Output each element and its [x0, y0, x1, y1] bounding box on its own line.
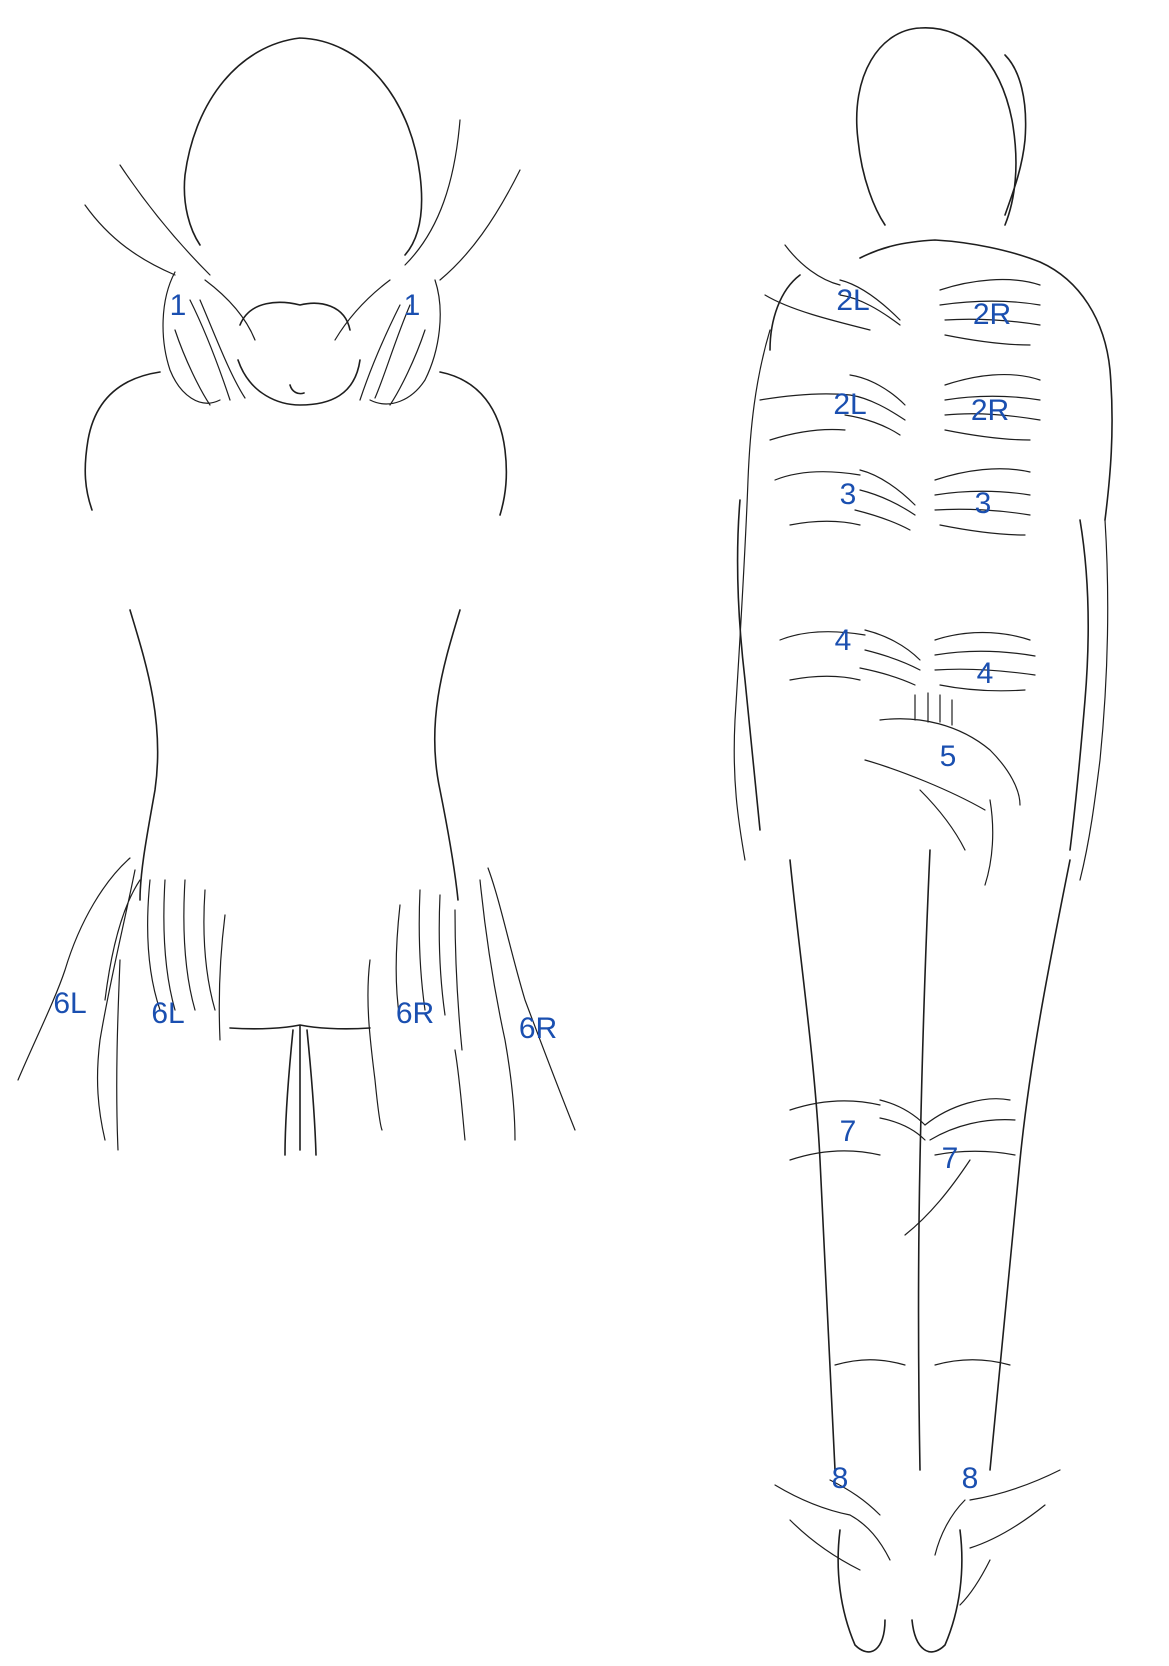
hand-6r-outer: [480, 868, 575, 1140]
right-figure: 2L 2R 2L 2R 3 3 4 4 5 7 7 8 8: [734, 28, 1112, 1652]
label-2r-lower: 2R: [971, 394, 1009, 427]
label-6r-inner: 6R: [396, 997, 434, 1030]
label-2l-lower: 2L: [833, 388, 866, 421]
hand-7-left: [790, 1100, 925, 1160]
label-3-left: 3: [840, 478, 857, 511]
label-6r-outer: 6R: [519, 1012, 557, 1045]
label-6l-outer: 6L: [53, 987, 86, 1020]
right-sock-lines: [835, 1360, 1010, 1365]
right-right-arm: [1080, 520, 1108, 880]
label-7-right: 7: [942, 1142, 959, 1175]
hand-1-right: [335, 280, 440, 405]
left-figure: 1 1 6L 6L 6R 6R: [18, 38, 575, 1155]
left-buttocks-outline: [230, 1025, 370, 1155]
left-head-outline: [184, 38, 421, 255]
hand-2l-upper: [765, 245, 900, 330]
label-3-right: 3: [975, 487, 992, 520]
right-torso-outline: [738, 500, 1089, 850]
label-4-right: 4: [977, 657, 994, 690]
right-feet-outline: [838, 1530, 962, 1652]
label-1-left: 1: [170, 289, 187, 322]
hand-5: [865, 693, 1020, 885]
label-2r-upper: 2R: [973, 298, 1011, 331]
right-head-outline: [857, 28, 1026, 225]
right-legs-outline: [790, 850, 1070, 1470]
label-8-left: 8: [832, 1462, 849, 1495]
left-arm-left: [85, 165, 210, 275]
left-shoulders-outline: [85, 372, 506, 515]
label-1-right: 1: [404, 289, 421, 322]
label-5: 5: [940, 740, 957, 773]
label-2l-upper: 2L: [836, 284, 869, 317]
label-6l-inner: 6L: [151, 997, 184, 1030]
label-4-left: 4: [835, 624, 852, 657]
left-neck-outline: [238, 302, 360, 405]
hand-8-right: [935, 1470, 1060, 1605]
label-8-right: 8: [962, 1462, 979, 1495]
left-waist-outline: [130, 610, 460, 900]
label-7-left: 7: [840, 1115, 857, 1148]
right-left-arm: [734, 330, 770, 860]
